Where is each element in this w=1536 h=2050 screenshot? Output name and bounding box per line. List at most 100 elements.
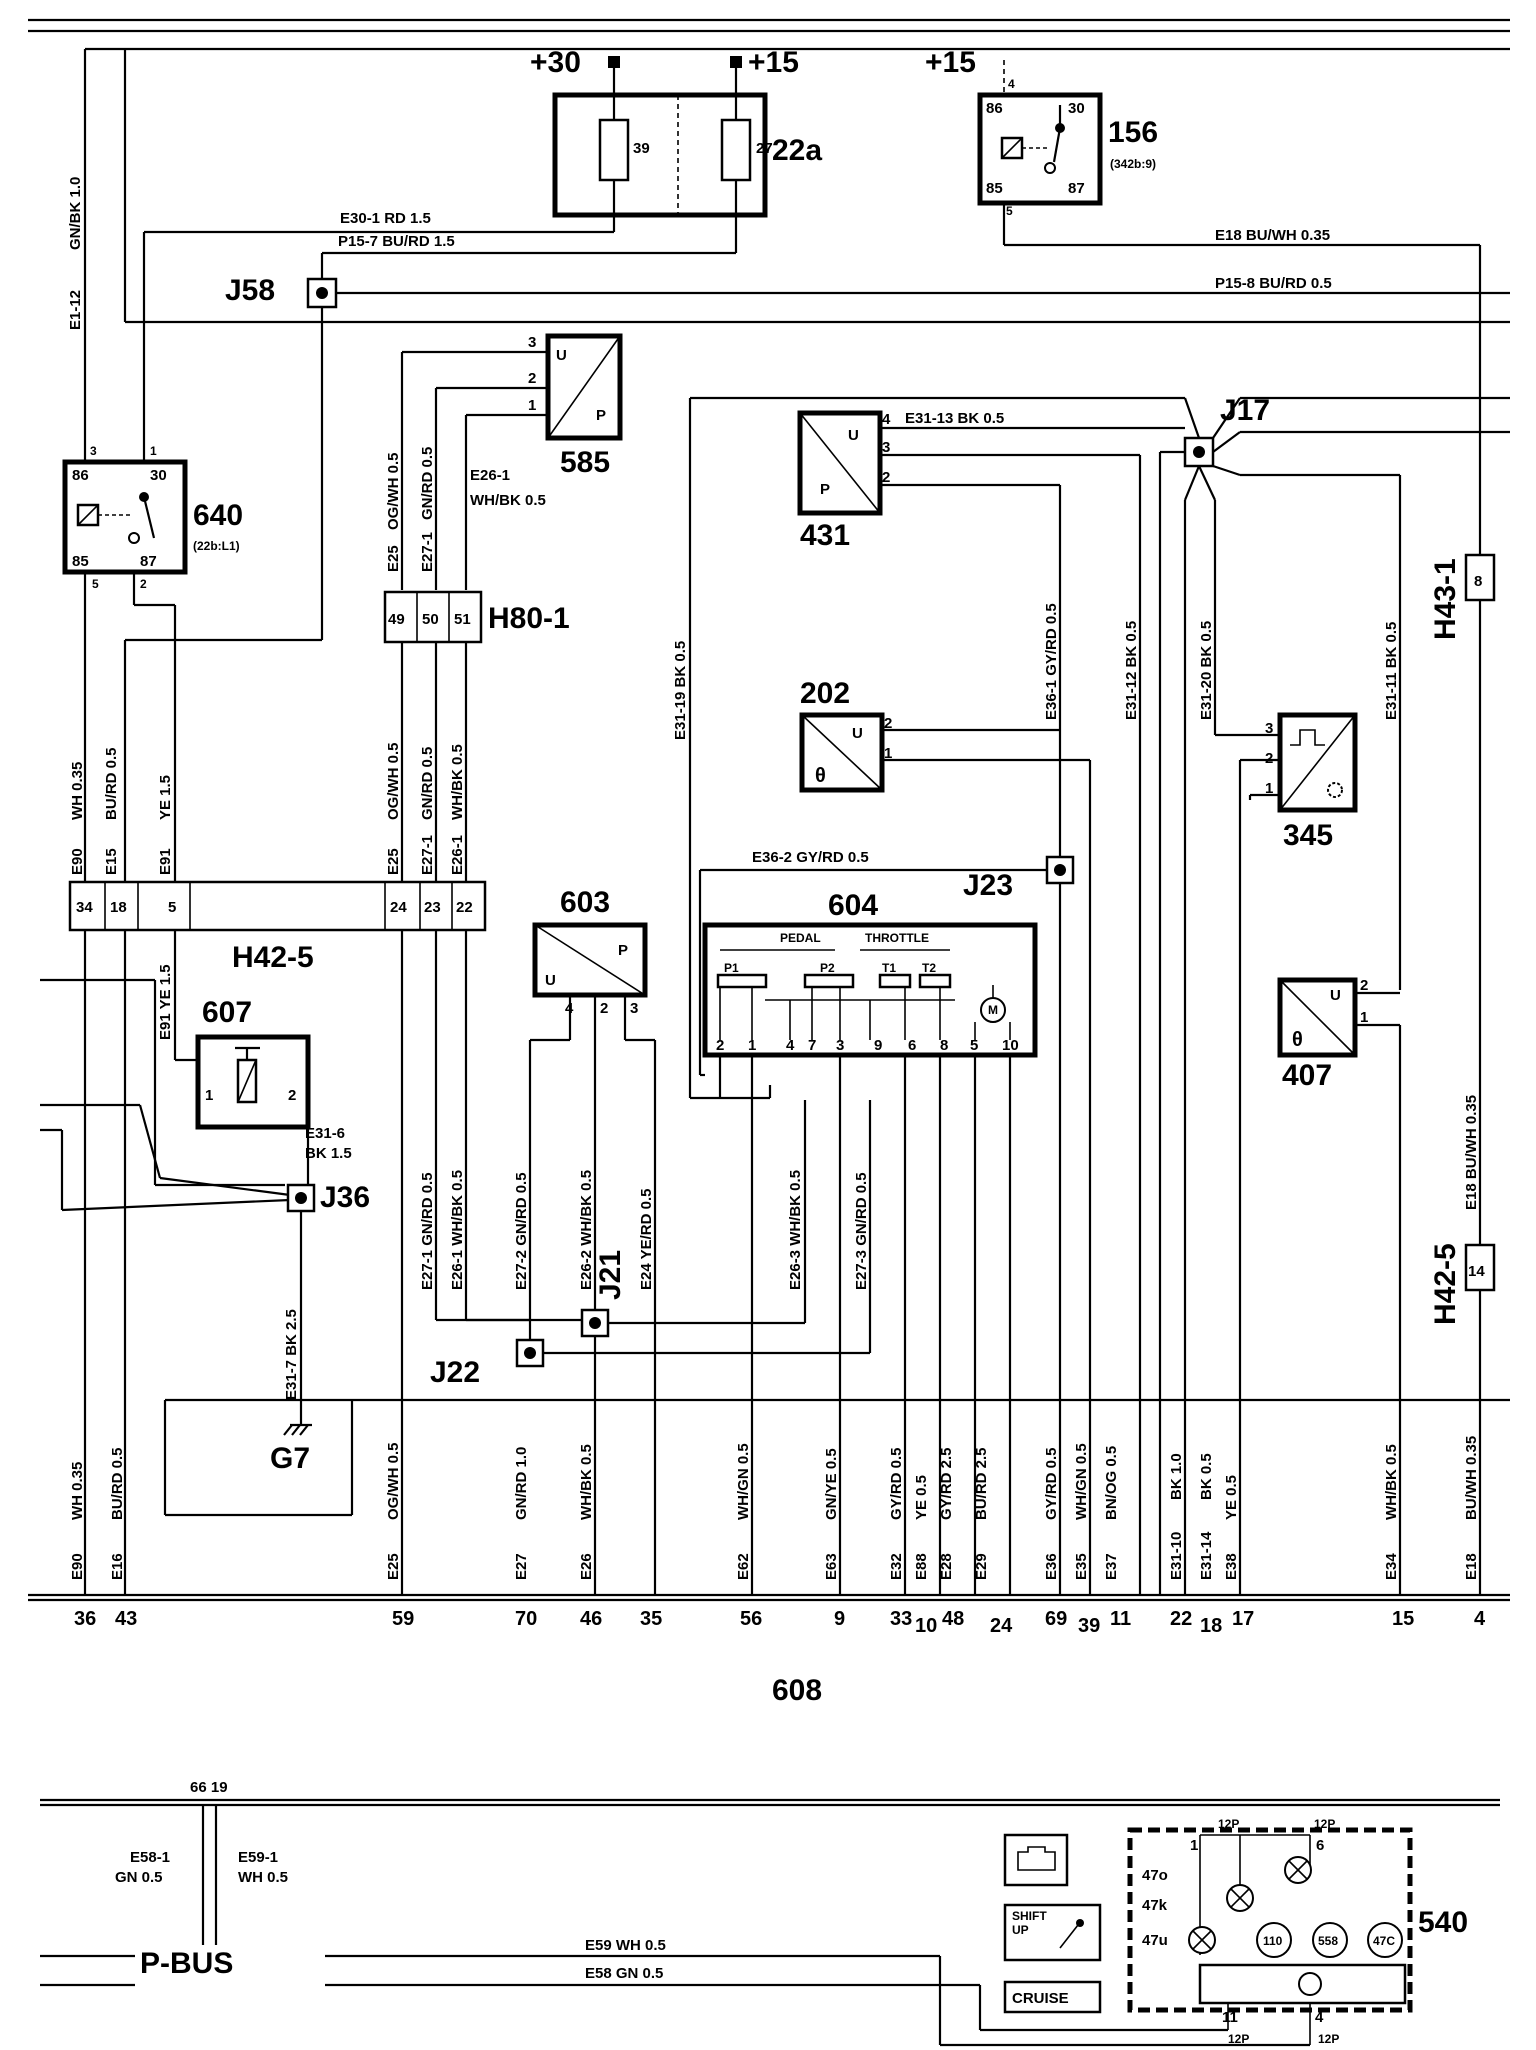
mid-wire-e26-1: E26-1 (449, 835, 466, 875)
h42-5-right-pin: 14 (1468, 1263, 1485, 1280)
junction-j58 (123, 277, 1510, 885)
mid-wire-e27-1: E27-1 (419, 835, 436, 875)
s345-pin1: 1 (1265, 780, 1273, 797)
bw-e88: E88 (913, 1553, 930, 1580)
m604-pin4: 4 (786, 1037, 795, 1054)
vert-label-e31-11: E31-11 BK 0.5 (1383, 622, 1400, 720)
s607-pin1: 1 (205, 1087, 213, 1104)
m604-pin10: 10 (1002, 1037, 1019, 1054)
ecu-pin-46: 46 (580, 1608, 602, 1630)
sensor-407 (1277, 977, 1402, 1595)
cluster-540-id: 540 (1418, 1906, 1468, 1939)
bw-e27: E27 (513, 1553, 530, 1580)
connector-h42-5-right (1464, 1243, 1496, 1595)
s603-u: U (545, 972, 556, 989)
junction-j17-label: J17 (1220, 394, 1270, 427)
top-rails (28, 18, 1510, 470)
cluster-47u: 47u (1142, 1932, 1168, 1949)
relay156-pin85: 85 (986, 180, 1003, 197)
pbus-e58-1b: GN 0.5 (115, 1869, 163, 1886)
engine-icon (1003, 1833, 1069, 1887)
h42-pin23: 23 (424, 899, 441, 916)
supply-plus15-label: +15 (748, 46, 799, 79)
m604-id: 604 (828, 889, 878, 922)
bw-e90: E90 (69, 1553, 86, 1580)
vert-label-e26-3: E26-3 WH/BK 0.5 (787, 1170, 804, 1290)
connector-h43-1 (1464, 553, 1496, 1245)
ecu-608-bus (28, 1593, 1510, 1602)
s603-id: 603 (560, 886, 610, 919)
bw-e28: E28 (938, 1553, 955, 1580)
bw-e26-spec: WH/BK 0.5 (578, 1444, 595, 1520)
m604-pedal-label: PEDAL (780, 931, 821, 945)
pbus-e59-1b: WH 0.5 (238, 1869, 288, 1886)
s407-id: 407 (1282, 1059, 1332, 1092)
cluster-pin6: 6 (1316, 1837, 1324, 1854)
m604-pin5: 5 (970, 1037, 978, 1054)
bw-e25: E25 (385, 1553, 402, 1580)
lower-left-wires (40, 930, 1510, 1595)
vert-label-e18-right: E18 BU/WH 0.35 (1463, 1095, 1480, 1210)
s603-pin3: 3 (630, 1000, 638, 1017)
bw-e37-spec: BN/OG 0.5 (1103, 1446, 1120, 1520)
ecu-pin-9: 9 (834, 1608, 845, 1630)
relay640-pin5: 5 (92, 577, 99, 591)
ecu-pin-56: 56 (740, 1608, 762, 1630)
junction-j22 (515, 1100, 872, 1368)
h80-pin51: 51 (454, 611, 471, 628)
m604-t1: T1 (882, 961, 896, 975)
m604-pin8: 8 (940, 1037, 948, 1054)
mid-wire-e25-spec: OG/WH 0.5 (385, 742, 402, 820)
bw-e32-spec: GY/RD 0.5 (888, 1447, 905, 1520)
ecu-pin-24: 24 (990, 1615, 1013, 1637)
cluster-12p-a: 12P (1218, 1817, 1239, 1831)
s607-id: 607 (202, 996, 252, 1029)
bw-e31-14-spec: BK 0.5 (1198, 1453, 1215, 1500)
junction-j23 (1045, 500, 1075, 1595)
switch-607 (195, 1034, 311, 1185)
bw-e26: E26 (578, 1553, 595, 1580)
s407-pin2: 2 (1360, 977, 1368, 994)
wire-label-e31-6b: BK 1.5 (305, 1145, 352, 1162)
sensor-431 (797, 410, 1185, 1595)
m604-pin9: 9 (874, 1037, 882, 1054)
relay156-pin87: 87 (1068, 180, 1085, 197)
relay-156 (977, 60, 1482, 555)
cluster-lamp-47c: 47C (1373, 1934, 1395, 1948)
bw-e34: E34 (1383, 1553, 1400, 1580)
upper-wire-e27-1-spec: GN/RD 0.5 (419, 447, 436, 520)
mid-wire-e15: E15 (103, 848, 120, 875)
s585-pin1: 1 (528, 397, 536, 414)
pbus-e58-1a: E58-1 (130, 1849, 170, 1866)
mid-wire-e90: E90 (69, 848, 86, 875)
bw-e29: E29 (973, 1553, 990, 1580)
wire-label-p15-7: P15-7 BU/RD 1.5 (338, 233, 455, 250)
bw-e62-spec: WH/GN 0.5 (735, 1443, 752, 1520)
pbus-section (40, 1798, 1500, 2047)
ecu-pin-36: 36 (74, 1608, 96, 1630)
cluster-lamp-558: 558 (1318, 1934, 1338, 1948)
s603-pin4: 4 (565, 1000, 574, 1017)
bw-e38: E38 (1223, 1553, 1240, 1580)
s431-pin4: 4 (882, 411, 891, 428)
s431-pin3: 3 (882, 439, 890, 456)
m604-p1: P1 (724, 961, 739, 975)
vert-label-e26-1c: E26-1 WH/BK 0.5 (449, 1170, 466, 1290)
m604-pin3: 3 (836, 1037, 844, 1054)
m604-throttle-label: THROTTLE (865, 931, 929, 945)
sensor-202 (799, 712, 1092, 1595)
s431-u: U (848, 427, 859, 444)
bw-e29-spec: BU/RD 2.5 (973, 1447, 990, 1520)
relay640-pin2: 2 (140, 577, 147, 591)
vert-label-e24: E24 YE/RD 0.5 (638, 1189, 655, 1290)
shift-up-label: UP (1012, 1923, 1029, 1937)
relay156-id: 156 (1108, 116, 1158, 149)
pbus-label: P-BUS (140, 1947, 233, 1980)
s345-pin3: 3 (1265, 720, 1273, 737)
fuse-box-22a (552, 56, 768, 253)
bw-e25-spec: OG/WH 0.5 (385, 1442, 402, 1520)
fuse-27-label: 27 (756, 140, 773, 157)
wire-label-e36-2: E36-2 GY/RD 0.5 (752, 849, 869, 866)
h42-pin24: 24 (390, 899, 407, 916)
s345-id: 345 (1283, 819, 1333, 852)
